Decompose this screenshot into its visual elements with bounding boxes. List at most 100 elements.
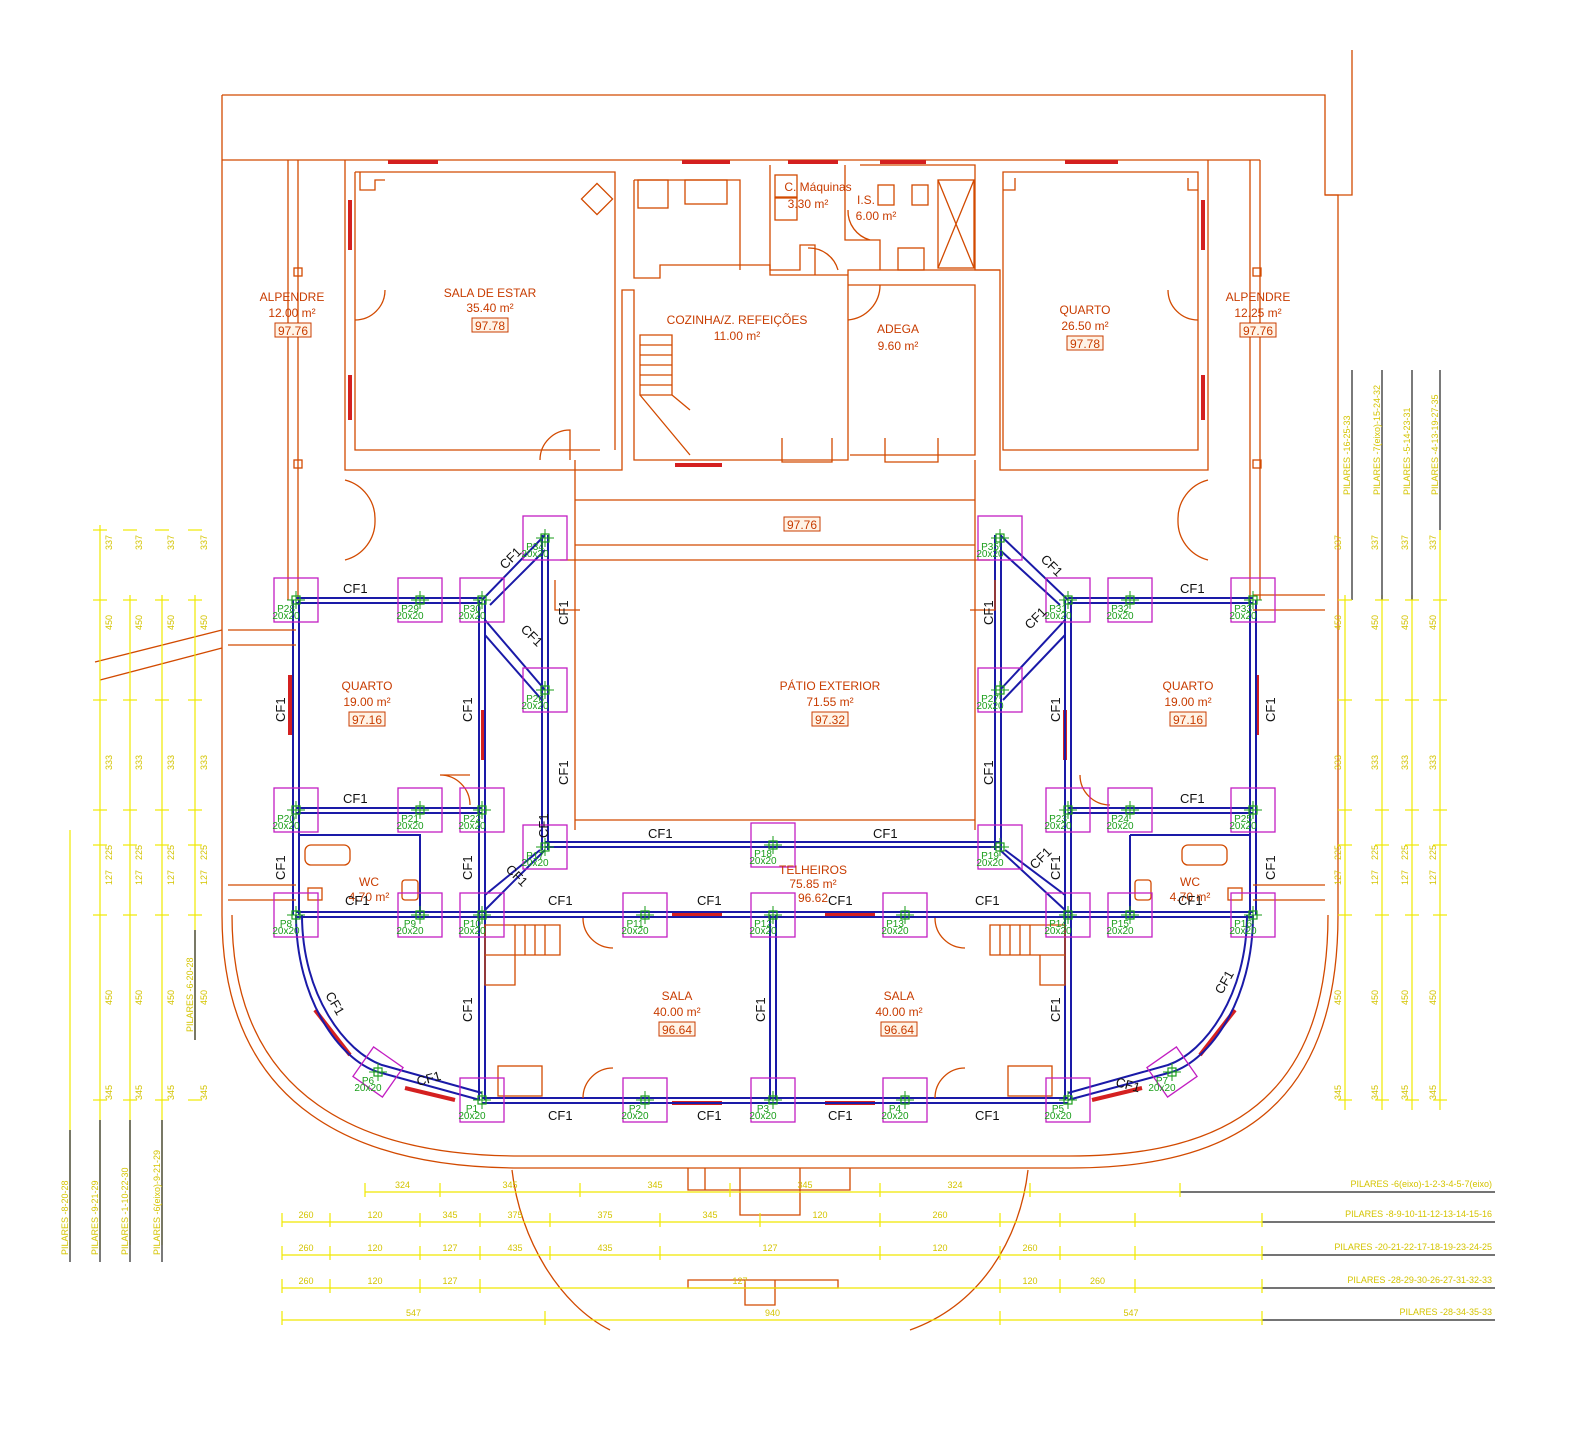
dimension-value: 260: [1090, 1276, 1105, 1286]
pillar-label: P27: [981, 694, 999, 705]
beam-label-cf1: CF1: [975, 1108, 1000, 1123]
dimension-value: 450: [1400, 990, 1410, 1005]
corridor-elevation: 97.76: [783, 516, 821, 532]
pillar-label: P17: [526, 851, 544, 862]
pillar-size: 20x20: [1044, 926, 1072, 937]
dimension-value: 345: [1333, 1085, 1343, 1100]
pillar-line-label: PILARES -20-21-22-17-18-19-23-24-25: [1334, 1242, 1492, 1252]
room-area: 71.55 m²: [806, 695, 853, 709]
beam-label-cf1: CF1: [648, 826, 673, 841]
dimension-value: 345: [104, 1085, 114, 1100]
beam-label-cf1: CF1: [345, 893, 370, 908]
dimension-value: 260: [298, 1243, 313, 1253]
room-elevation: 96.64: [884, 1023, 914, 1037]
pillar-label: P24: [1111, 814, 1129, 825]
room-elevation: 97.78: [1070, 337, 1100, 351]
pillar-label: P30: [463, 604, 481, 615]
room-elevation: 96.62: [798, 891, 828, 905]
dimension-value: 337: [199, 535, 209, 550]
dimension-value: 450: [1333, 990, 1343, 1005]
dimension-value: 127: [442, 1276, 457, 1286]
pillar-line-label: PILARES -6(eixo)-1-2-3-4-5-7(eixo): [1350, 1179, 1492, 1189]
beam-label-cf1: CF1: [1263, 697, 1278, 722]
room-name: SALA: [884, 989, 915, 1003]
room-adega: ADEGA 9.60 m²: [877, 322, 919, 353]
dimension-value: 120: [812, 1210, 827, 1220]
room-name: WC: [359, 875, 379, 889]
beam-label-cf1: CF1: [1048, 855, 1063, 880]
pillar-line-label: PILARES -16-25-33: [1342, 415, 1352, 495]
dimension-value: 345: [1370, 1085, 1380, 1100]
dimension-value: 345: [502, 1180, 517, 1190]
room-elevation: 97.16: [352, 713, 382, 727]
dimension-value: 450: [166, 615, 176, 630]
pillar-size: 20x20: [881, 926, 909, 937]
room-name: TELHEIROS: [779, 863, 847, 877]
dimension-value: 333: [1400, 755, 1410, 770]
room-area: 26.50 m²: [1061, 319, 1108, 333]
dimension-value: 127: [732, 1276, 747, 1286]
pillar-line-label: PILARES -8-9-10-11-12-13-14-15-16: [1345, 1209, 1492, 1219]
dimension-value: 345: [166, 1085, 176, 1100]
pillar-size: 20x20: [1106, 821, 1134, 832]
room-area: 6.00 m²: [856, 209, 897, 223]
fixtures: [293, 174, 1262, 561]
room-name: QUARTO: [1163, 679, 1214, 693]
dimension-value: 450: [1333, 615, 1343, 630]
dimension-value: 450: [199, 990, 209, 1005]
pillar-size: 20x20: [749, 1111, 777, 1122]
pillar-size: 20x20: [881, 1111, 909, 1122]
dimension-value: 450: [1370, 615, 1380, 630]
beam-label-cf1: CF1: [343, 581, 368, 596]
pillar-label: P1: [466, 1104, 479, 1115]
dimension-value: 324: [947, 1180, 962, 1190]
dimension-value: 225: [1400, 845, 1410, 860]
room-area: 4.70 m²: [1170, 890, 1211, 904]
pillar-label: P35: [981, 542, 999, 553]
pillar-label: P20: [277, 814, 295, 825]
beam-label-cf1: CF1: [1263, 855, 1278, 880]
dimension-value: 345: [647, 1180, 662, 1190]
room-area: 12.25 m²: [1234, 306, 1281, 320]
pillar-size: 20x20: [396, 611, 424, 622]
dimension-value: 127: [442, 1243, 457, 1253]
dimension-value: 127: [1428, 870, 1438, 885]
room-cozinha: COZINHA/Z. REFEIÇÕES 11.00 m²: [667, 312, 808, 343]
pillar-size: 20x20: [354, 1083, 382, 1094]
pillar-size: 20x20: [621, 926, 649, 937]
dimension-value: 345: [442, 1210, 457, 1220]
pillar-line-leaders: [69, 370, 1495, 1321]
pillar-line-label: PILARES -4-13-19-27-35: [1430, 394, 1440, 495]
pillar-label: P9: [404, 919, 417, 930]
dimension-value: 333: [134, 755, 144, 770]
room-sala-left: SALA 40.00 m² 96.64: [653, 989, 700, 1037]
pillar-size: 20x20: [1044, 1111, 1072, 1122]
pillar-size: 20x20: [396, 926, 424, 937]
dimension-value: 450: [1428, 615, 1438, 630]
dimension-value: 337: [1370, 535, 1380, 550]
dimension-value: 120: [1022, 1276, 1037, 1286]
dimension-value: 435: [597, 1243, 612, 1253]
dimension-value: 120: [367, 1210, 382, 1220]
pillar-size: 20x20: [458, 1111, 486, 1122]
pillar-label: P11: [626, 919, 643, 930]
pillar-line-label: PILARES -28-34-35-33: [1399, 1307, 1492, 1317]
dimension-value: 225: [1370, 845, 1380, 860]
beam-label-cf1: CF1: [497, 544, 525, 572]
beam-label-cf1: CF1: [1180, 791, 1205, 806]
pillar-line-label: PILARES -28-29-30-26-27-31-32-33: [1347, 1275, 1492, 1285]
pillar-label: P16: [1234, 919, 1252, 930]
beam-label-cf1: CF1: [981, 760, 996, 785]
pillar-label: P25: [1234, 814, 1252, 825]
dimension-value: 127: [1370, 870, 1380, 885]
